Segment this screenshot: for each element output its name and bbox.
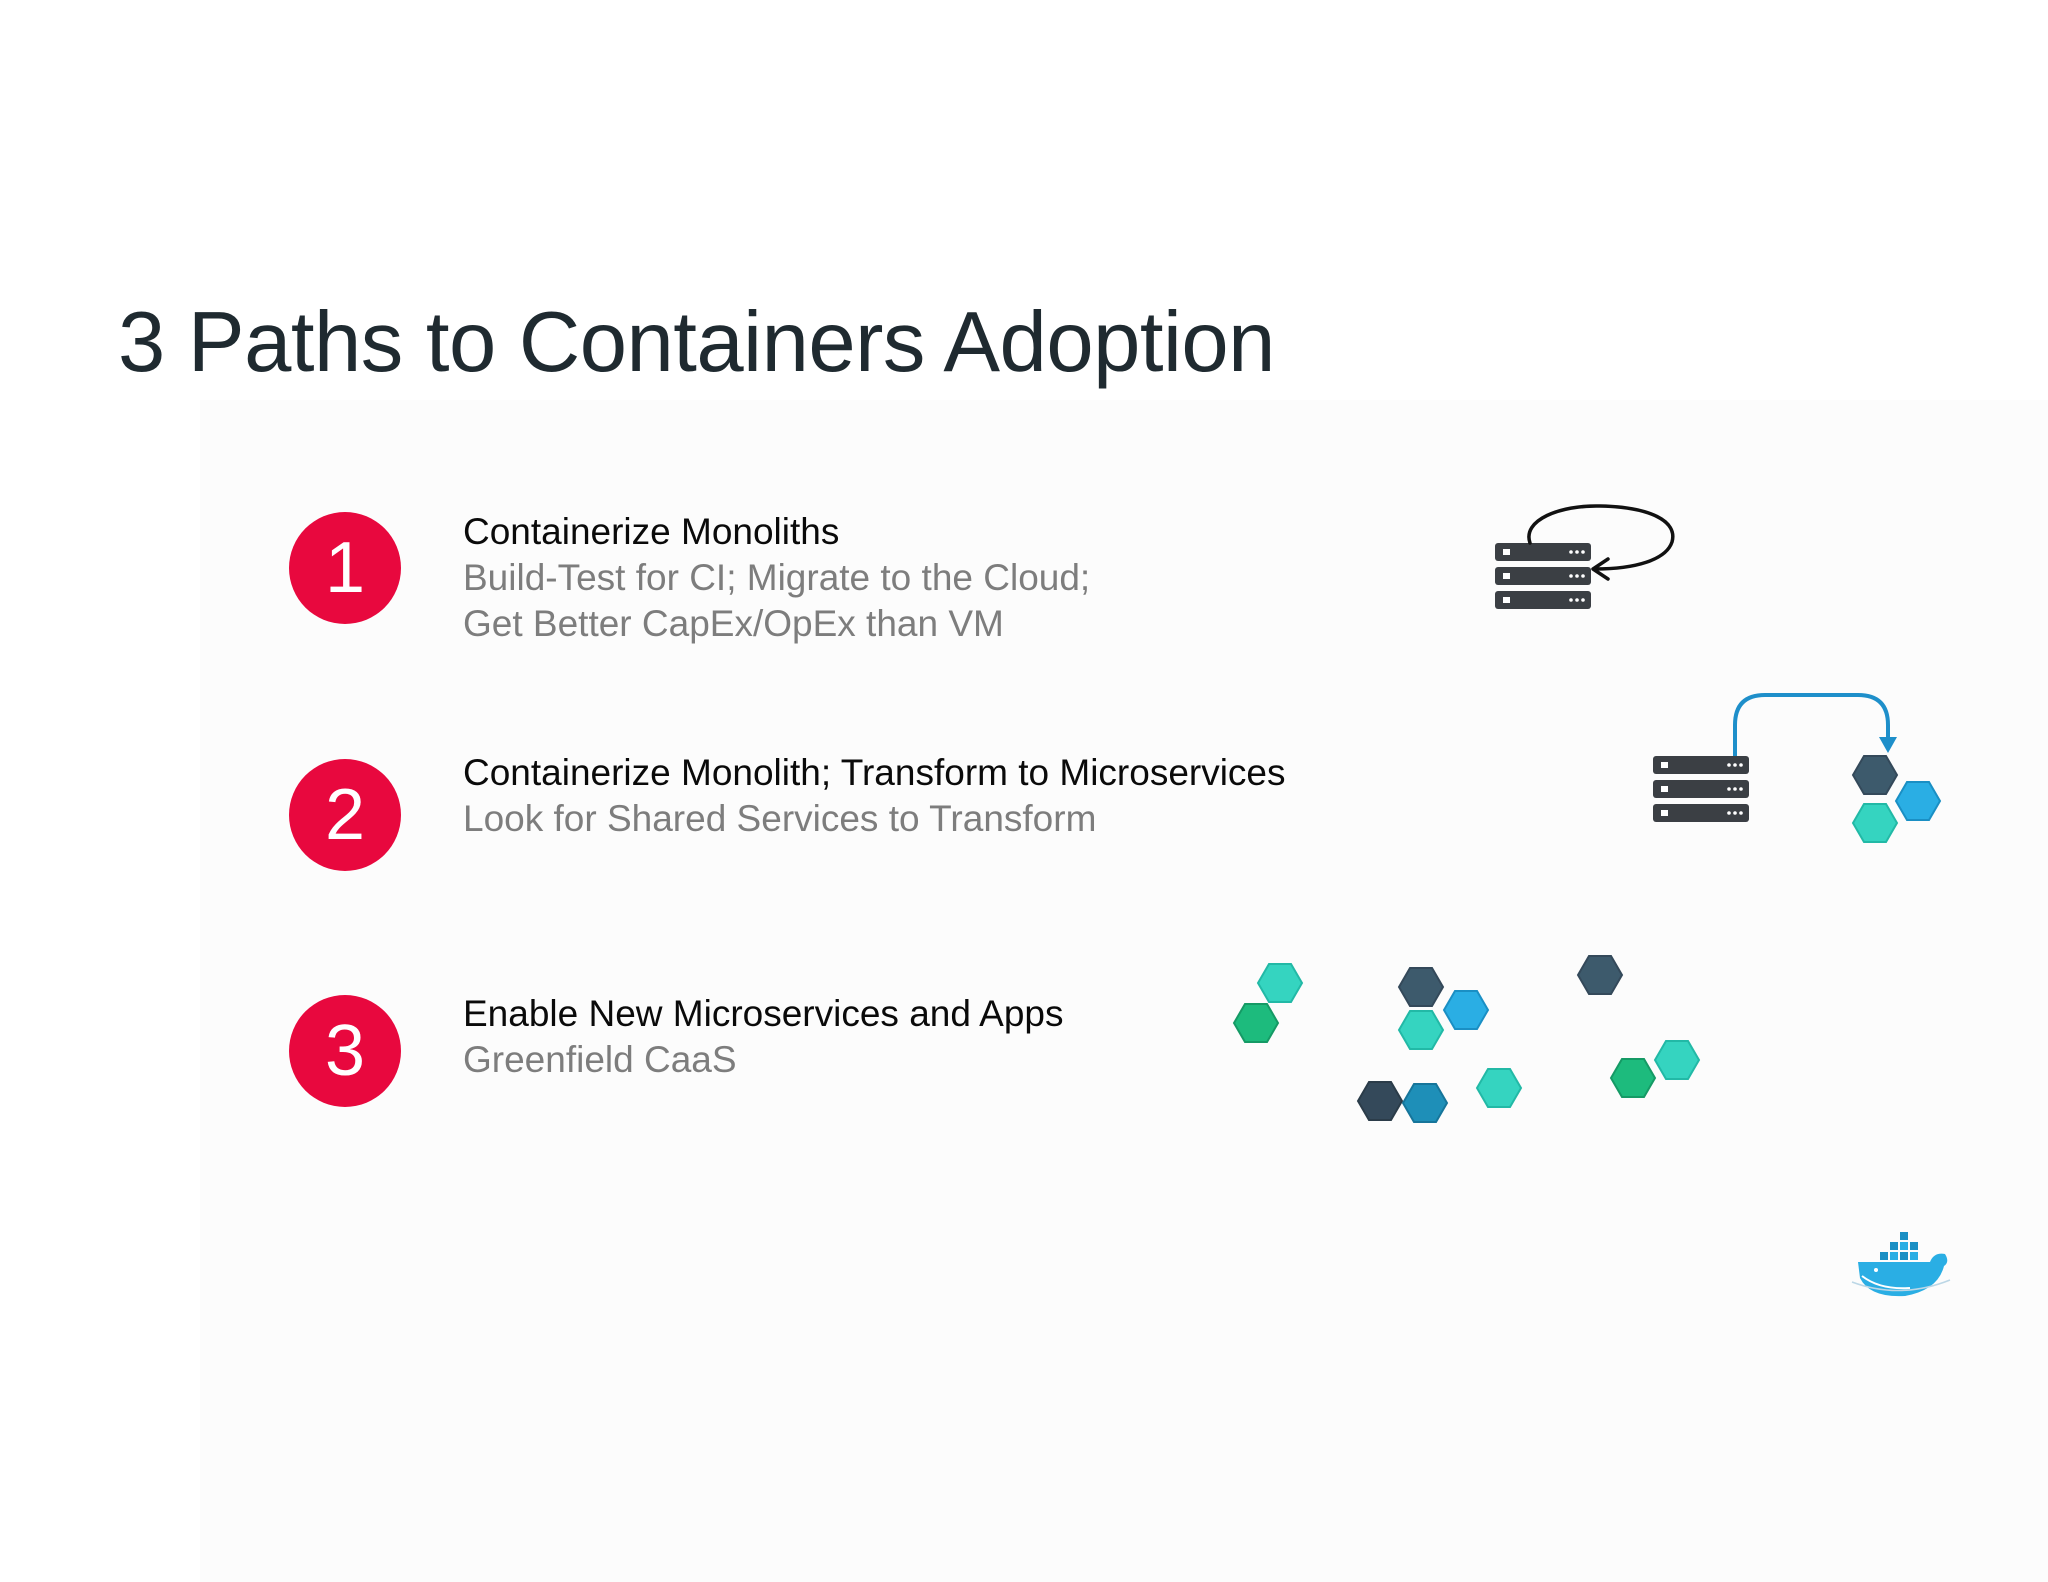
path-3-heading: Enable New Microservices and Apps bbox=[463, 993, 1064, 1034]
path-1-number-badge: 1 bbox=[289, 512, 401, 624]
path-3-line-1: Greenfield CaaS bbox=[463, 1039, 737, 1080]
server-to-hexagons-arrow-icon bbox=[1653, 693, 1941, 843]
content-panel bbox=[200, 400, 2048, 1582]
path-2-heading: Containerize Monolith; Transform to Micr… bbox=[463, 752, 1286, 793]
path-2-line-1: Look for Shared Services to Transform bbox=[463, 798, 1097, 839]
server-stack-loop-arrow-icon bbox=[1495, 504, 1675, 609]
path-2-number-badge: 2 bbox=[289, 759, 401, 871]
path-3-number-badge: 3 bbox=[289, 995, 401, 1107]
path-1-line-1: Build-Test for CI; Migrate to the Cloud; bbox=[463, 557, 1091, 598]
path-1-heading: Containerize Monoliths bbox=[463, 511, 840, 552]
docker-whale-logo bbox=[1851, 1232, 1951, 1297]
slide-title: 3 Paths to Containers Adoption bbox=[118, 295, 1275, 390]
path-1-line-2: Get Better CapEx/OpEx than VM bbox=[463, 603, 1004, 644]
hexagon-cluster-icon bbox=[1233, 955, 1700, 1123]
